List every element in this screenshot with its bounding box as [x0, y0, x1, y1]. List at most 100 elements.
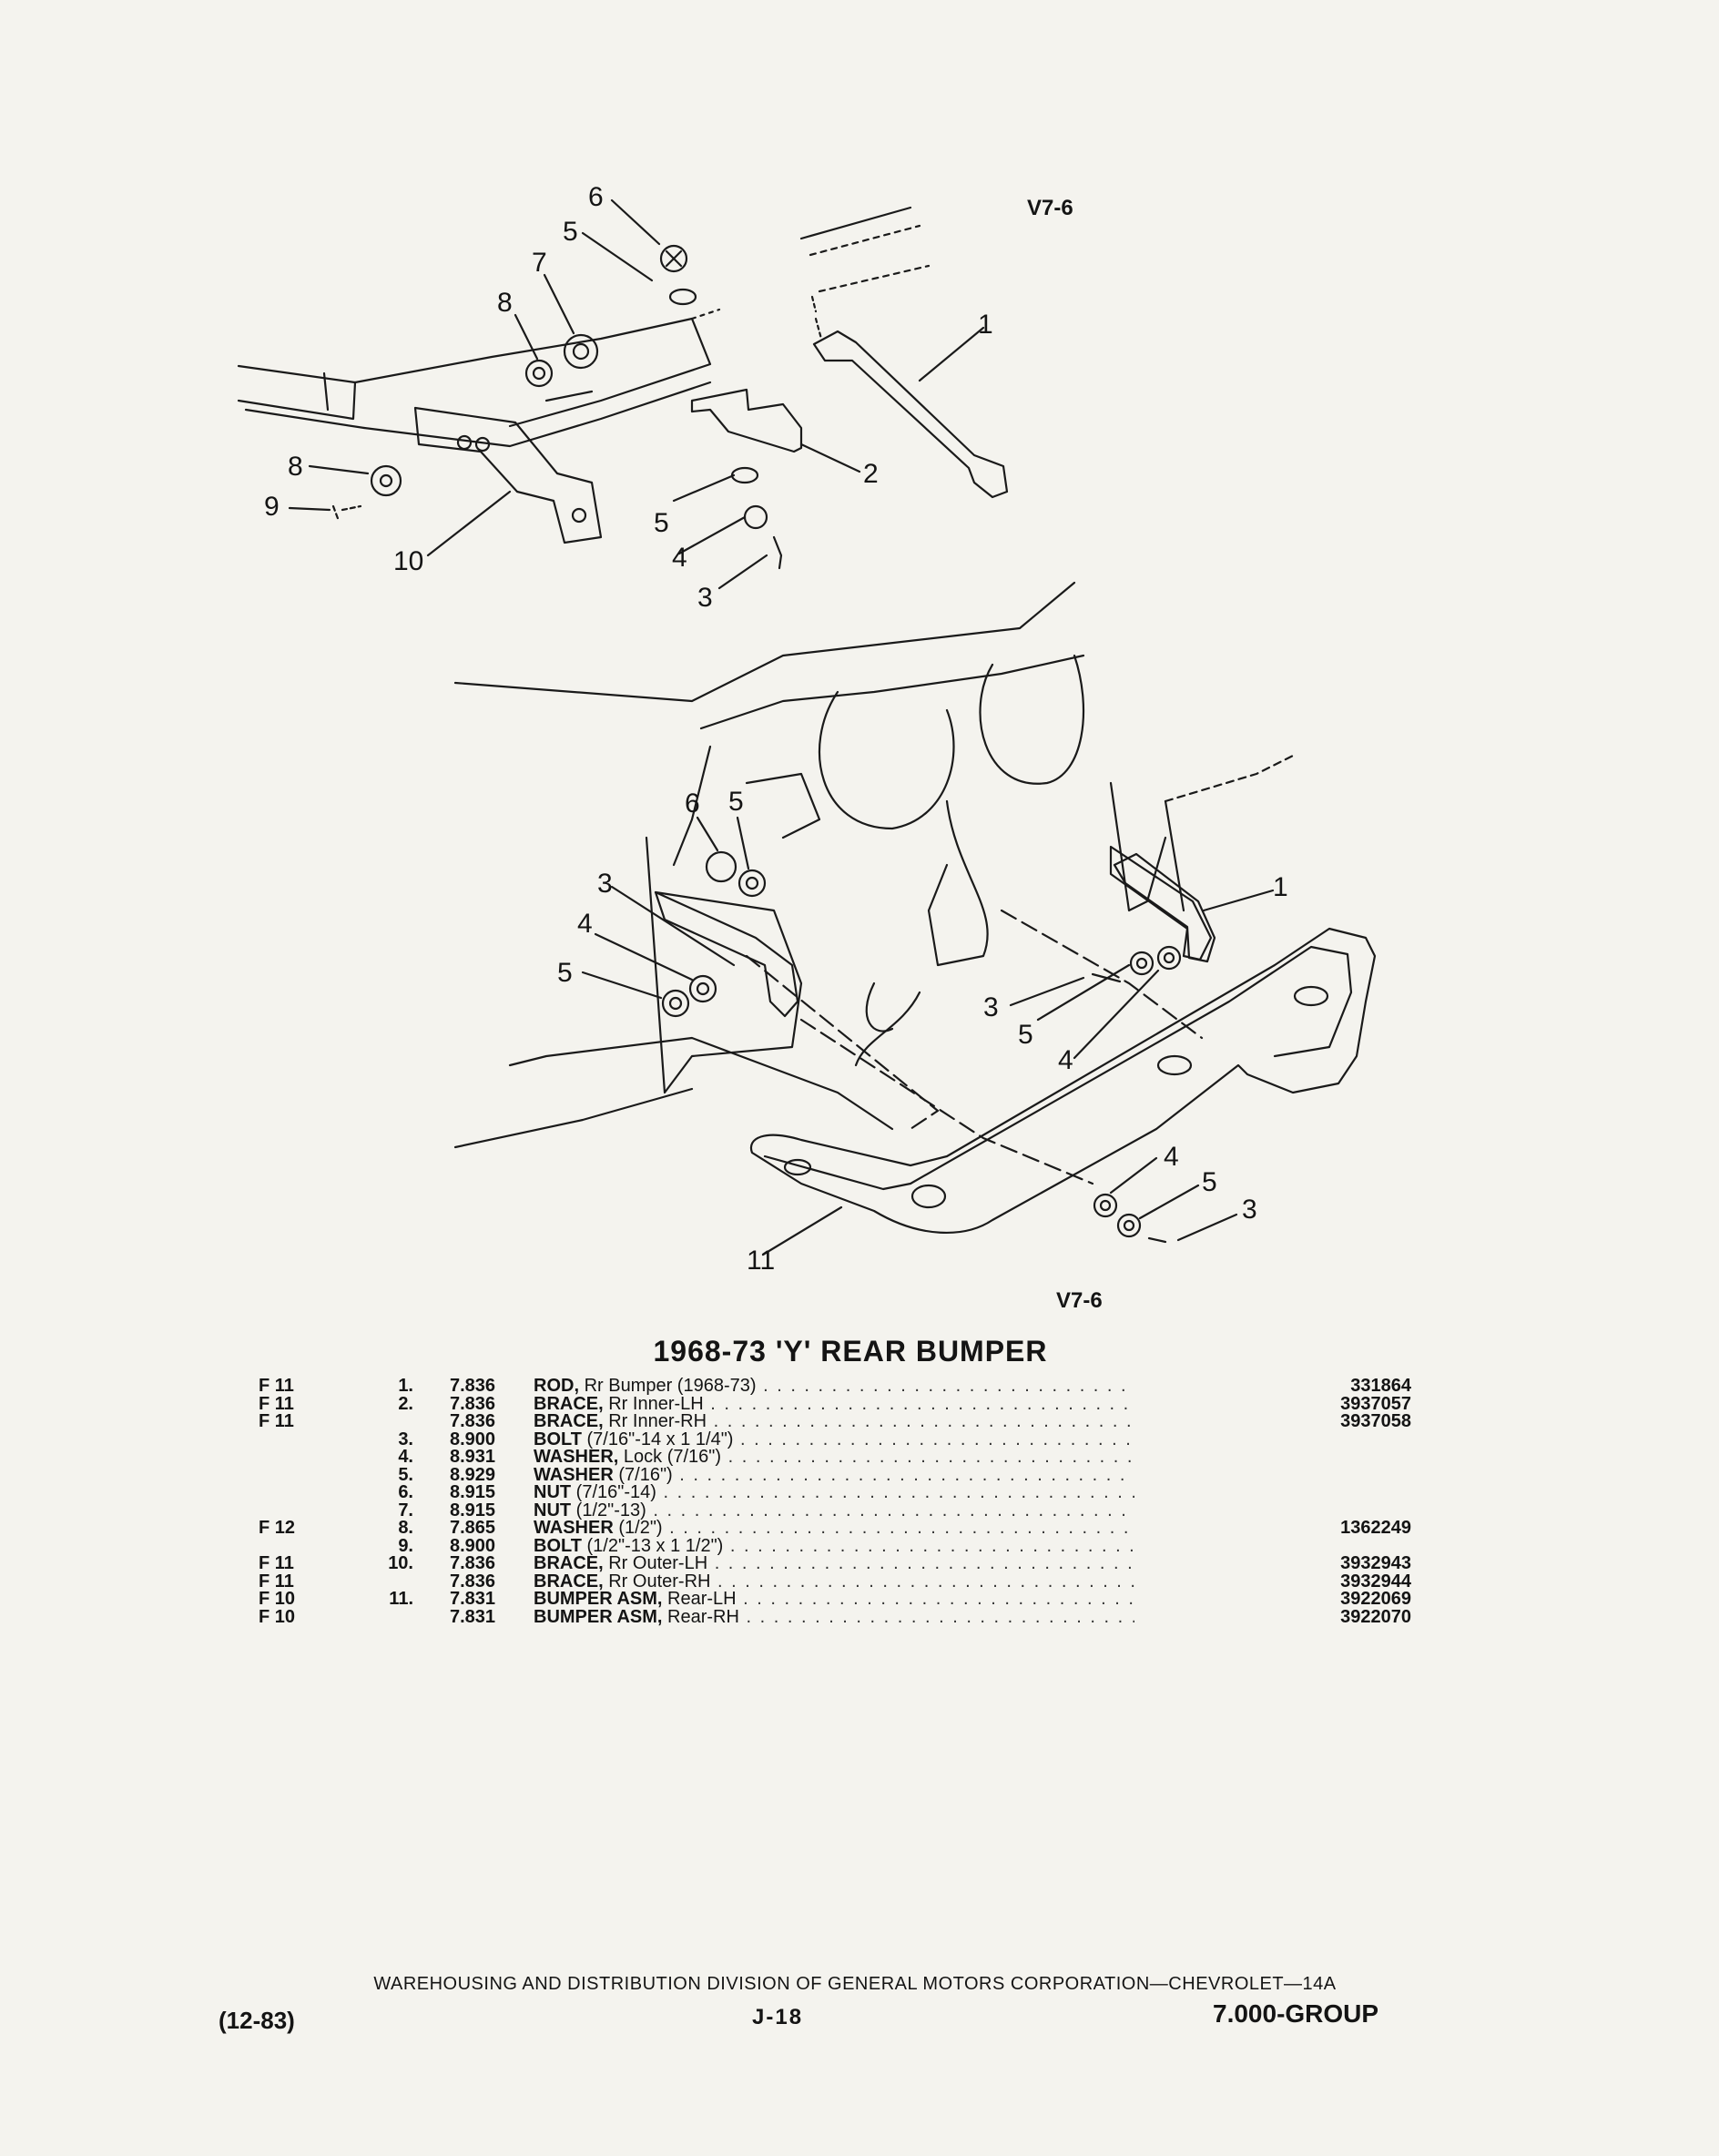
parts-row: F 10 11. 7.831 BUMPER ASM, Rear-LH . . . . … — [0, 1588, 1719, 1610]
callout-1-lower: 1 — [1273, 872, 1288, 902]
parts-description: WASHER (7/16") . . . . . . . . . . . . .… — [534, 1464, 1134, 1486]
parts-detail: Rr Bumper (1968-73) — [584, 1376, 757, 1396]
parts-number: 3932944 — [1340, 1571, 1411, 1592]
callout-3-lower-left: 3 — [597, 869, 613, 899]
dot-leader: . . . . . . . . . . . . . . . . . . . . … — [729, 1535, 1134, 1556]
parts-description: BRACE, Rr Inner-RH . . . . . . . . . . .… — [534, 1410, 1134, 1432]
parts-code: 8.900 — [450, 1429, 496, 1449]
parts-name: BRACE, — [534, 1571, 604, 1592]
callout-9: 9 — [264, 492, 280, 522]
parts-name: BUMPER ASM, — [534, 1606, 663, 1627]
parts-code: 7.836 — [450, 1411, 496, 1431]
parts-item-number: 5. — [398, 1464, 413, 1485]
callout-5-lower-left: 5 — [557, 958, 573, 988]
parts-item-number: 6. — [398, 1482, 413, 1502]
parts-name: BOLT — [534, 1429, 582, 1449]
parts-number: 3922070 — [1340, 1606, 1411, 1627]
parts-group: F 11 — [259, 1553, 294, 1573]
parts-item-number: 11. — [389, 1589, 413, 1609]
parts-code: 7.865 — [450, 1518, 496, 1538]
parts-group: F 11 — [259, 1411, 294, 1431]
parts-row: 4. 8.931 WASHER, Lock (7/16") . . . . . . … — [0, 1446, 1719, 1468]
callout-11: 11 — [747, 1246, 775, 1276]
callout-1-upper: 1 — [978, 310, 993, 340]
parts-code: 8.929 — [450, 1464, 496, 1485]
parts-description: BRACE, Rr Outer-RH . . . . . . . . . . .… — [534, 1571, 1134, 1592]
lower-body-outline — [453, 581, 1295, 1149]
parts-code: 7.836 — [450, 1571, 496, 1592]
bumper-rod-lower — [1113, 852, 1216, 963]
parts-description: BOLT (1/2"-13 x 1 1/2") . . . . . . . . … — [534, 1535, 1134, 1557]
inner-brace — [690, 388, 803, 453]
callout-4-lower-right: 4 — [1058, 1045, 1073, 1075]
parts-group: F 10 — [259, 1589, 296, 1609]
outer-brace — [413, 406, 603, 544]
parts-item-number: 4. — [398, 1447, 413, 1467]
parts-row: F 11 7.836 BRACE, Rr Outer-RH . . . . . . … — [0, 1571, 1719, 1592]
callout-8-left: 8 — [288, 452, 303, 482]
washer-1-2-upper — [524, 359, 554, 388]
parts-description: BRACE, Rr Outer-LH . . . . . . . . . . .… — [534, 1552, 1134, 1574]
parts-code: 8.915 — [450, 1500, 496, 1520]
dot-leader: . . . . . . . . . . . . . . . . . . . . … — [740, 1429, 1134, 1449]
parts-detail: Rr Outer-RH — [608, 1571, 711, 1592]
nut-1-2-upper — [563, 333, 599, 370]
callout-5-lower: 5 — [728, 787, 744, 817]
parts-description: WASHER (1/2") . . . . . . . . . . . . . … — [534, 1517, 1134, 1539]
parts-name: WASHER, — [534, 1447, 619, 1467]
parts-name: WASHER — [534, 1464, 614, 1485]
parts-row: 3. 8.900 BOLT (7/16"-14 x 1 1/4") . . . . … — [0, 1429, 1719, 1450]
callout-5-lower-right: 5 — [1018, 1020, 1033, 1050]
callout-5-bottom: 5 — [1202, 1167, 1217, 1197]
footer-page-number: J-18 — [752, 2005, 804, 2029]
exploded-parts-diagram: V7-6 V7-6 — [237, 182, 1377, 1313]
parts-number: 3922069 — [1340, 1589, 1411, 1609]
washer-1-2-left — [370, 464, 402, 497]
callout-4-lower-left: 4 — [577, 909, 593, 939]
parts-description: BOLT (7/16"-14 x 1 1/4") . . . . . . . .… — [534, 1429, 1134, 1450]
diagram-code-bottom: V7-6 — [1056, 1288, 1103, 1313]
parts-detail: (1/2"-13 x 1 1/2") — [586, 1535, 724, 1556]
footer-group: 7.000-GROUP — [1213, 1999, 1379, 2028]
parts-code: 8.931 — [450, 1447, 496, 1467]
dot-leader: . . . . . . . . . . . . . . . . . . . . … — [743, 1589, 1134, 1609]
parts-number: 3937058 — [1340, 1411, 1411, 1431]
section-title: 1968-73 'Y' REAR BUMPER — [653, 1335, 1048, 1368]
footer-date: (12-83) — [219, 2007, 295, 2034]
parts-name: WASHER — [534, 1518, 614, 1538]
parts-item-number: 1. — [398, 1376, 413, 1396]
parts-detail: (1/2"-13) — [575, 1500, 646, 1520]
callout-3-lower-right: 3 — [983, 992, 999, 1022]
parts-detail: (7/16"-14) — [575, 1482, 656, 1502]
parts-detail: Rr Inner-LH — [608, 1393, 704, 1414]
bumper-rod — [812, 330, 1009, 499]
nut-7-16-upper — [659, 244, 688, 273]
dot-leader: . . . . . . . . . . . . . . . . . . . . … — [679, 1464, 1134, 1485]
parts-description: WASHER, Lock (7/16") . . . . . . . . . .… — [534, 1446, 1134, 1468]
parts-group: F 11 — [259, 1571, 294, 1592]
parts-code: 8.915 — [450, 1482, 496, 1502]
parts-number: 331864 — [1350, 1376, 1411, 1396]
parts-item-number: 2. — [398, 1393, 413, 1414]
bumper-assembly — [749, 927, 1377, 1235]
parts-item-number: 3. — [398, 1429, 413, 1449]
parts-description: BUMPER ASM, Rear-LH . . . . . . . . . . … — [534, 1588, 1134, 1610]
callout-4-upper: 4 — [672, 543, 687, 573]
dot-leader: . . . . . . . . . . . . . . . . . . . . … — [717, 1571, 1134, 1592]
parts-group: F 11 — [259, 1376, 294, 1396]
parts-code: 7.831 — [450, 1589, 496, 1609]
parts-number: 3937057 — [1340, 1393, 1411, 1414]
parts-number: 1362249 — [1340, 1518, 1411, 1538]
parts-row: 6. 8.915 NUT (7/16"-14) . . . . . . . . . … — [0, 1481, 1719, 1503]
parts-detail: (7/16"-14 x 1 1/4") — [586, 1429, 734, 1449]
parts-description: NUT (7/16"-14) . . . . . . . . . . . . .… — [534, 1481, 1134, 1503]
callout-4-bottom: 4 — [1164, 1142, 1179, 1172]
parts-number: 3932943 — [1340, 1553, 1411, 1573]
parts-detail: Rear-RH — [667, 1606, 739, 1627]
callout-2: 2 — [863, 459, 879, 489]
